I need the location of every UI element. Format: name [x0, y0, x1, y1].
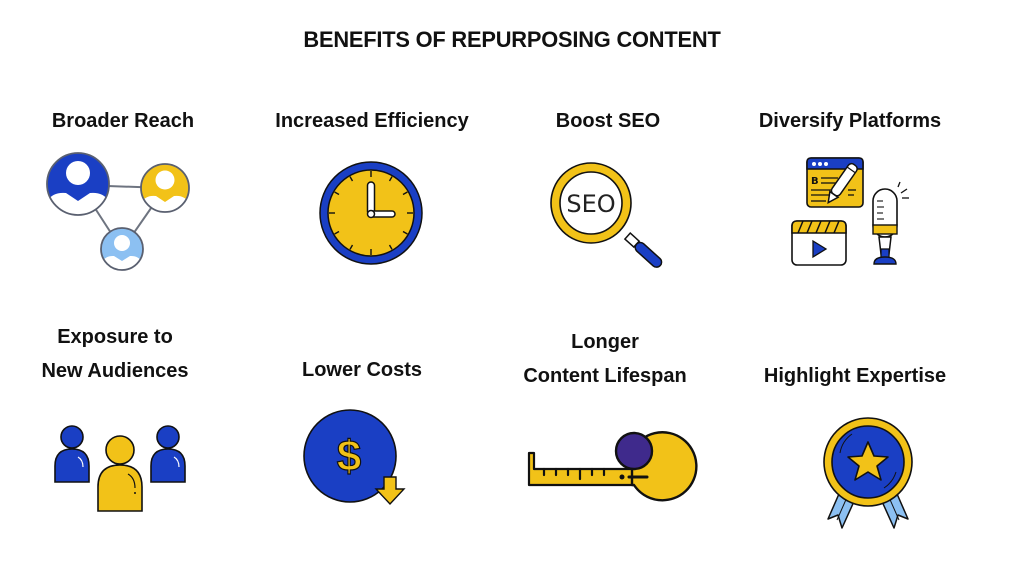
benefit-label: Lower Costs	[301, 359, 423, 381]
benefit-label-line-1: Longer	[571, 331, 639, 353]
audience-icon	[50, 422, 190, 514]
award-medal-icon	[818, 415, 918, 533]
svg-text:B: B	[811, 176, 819, 187]
seo-icon-text: SEO	[566, 190, 615, 218]
network-people-icon	[40, 152, 200, 275]
page-title: BENEFITS OF REPURPOSING CONTENT	[303, 27, 721, 52]
platforms-icon: B	[780, 153, 920, 271]
benefit-label-line-1: Exposure to	[57, 326, 173, 348]
blog-window-icon: B	[806, 157, 864, 208]
benefit-label: Increased Efficiency	[275, 110, 469, 132]
benefit-label: Highlight Expertise	[763, 365, 947, 387]
dollar-sign: $	[337, 432, 361, 481]
tape-measure-icon	[522, 413, 698, 502]
dollar-down-icon: $	[298, 407, 413, 507]
clock-icon	[318, 160, 424, 266]
benefit-label-line-2: Content Lifespan	[523, 365, 687, 387]
benefit-label: Boost SEO	[555, 110, 661, 132]
benefit-label: Diversify Platforms	[758, 110, 942, 132]
microphone-icon	[872, 181, 909, 265]
benefit-label-line-2: New Audiences	[41, 360, 189, 382]
magnifier-seo-icon: SEO	[545, 157, 670, 275]
benefit-label: Broader Reach	[51, 110, 195, 132]
video-player-icon	[791, 220, 847, 266]
